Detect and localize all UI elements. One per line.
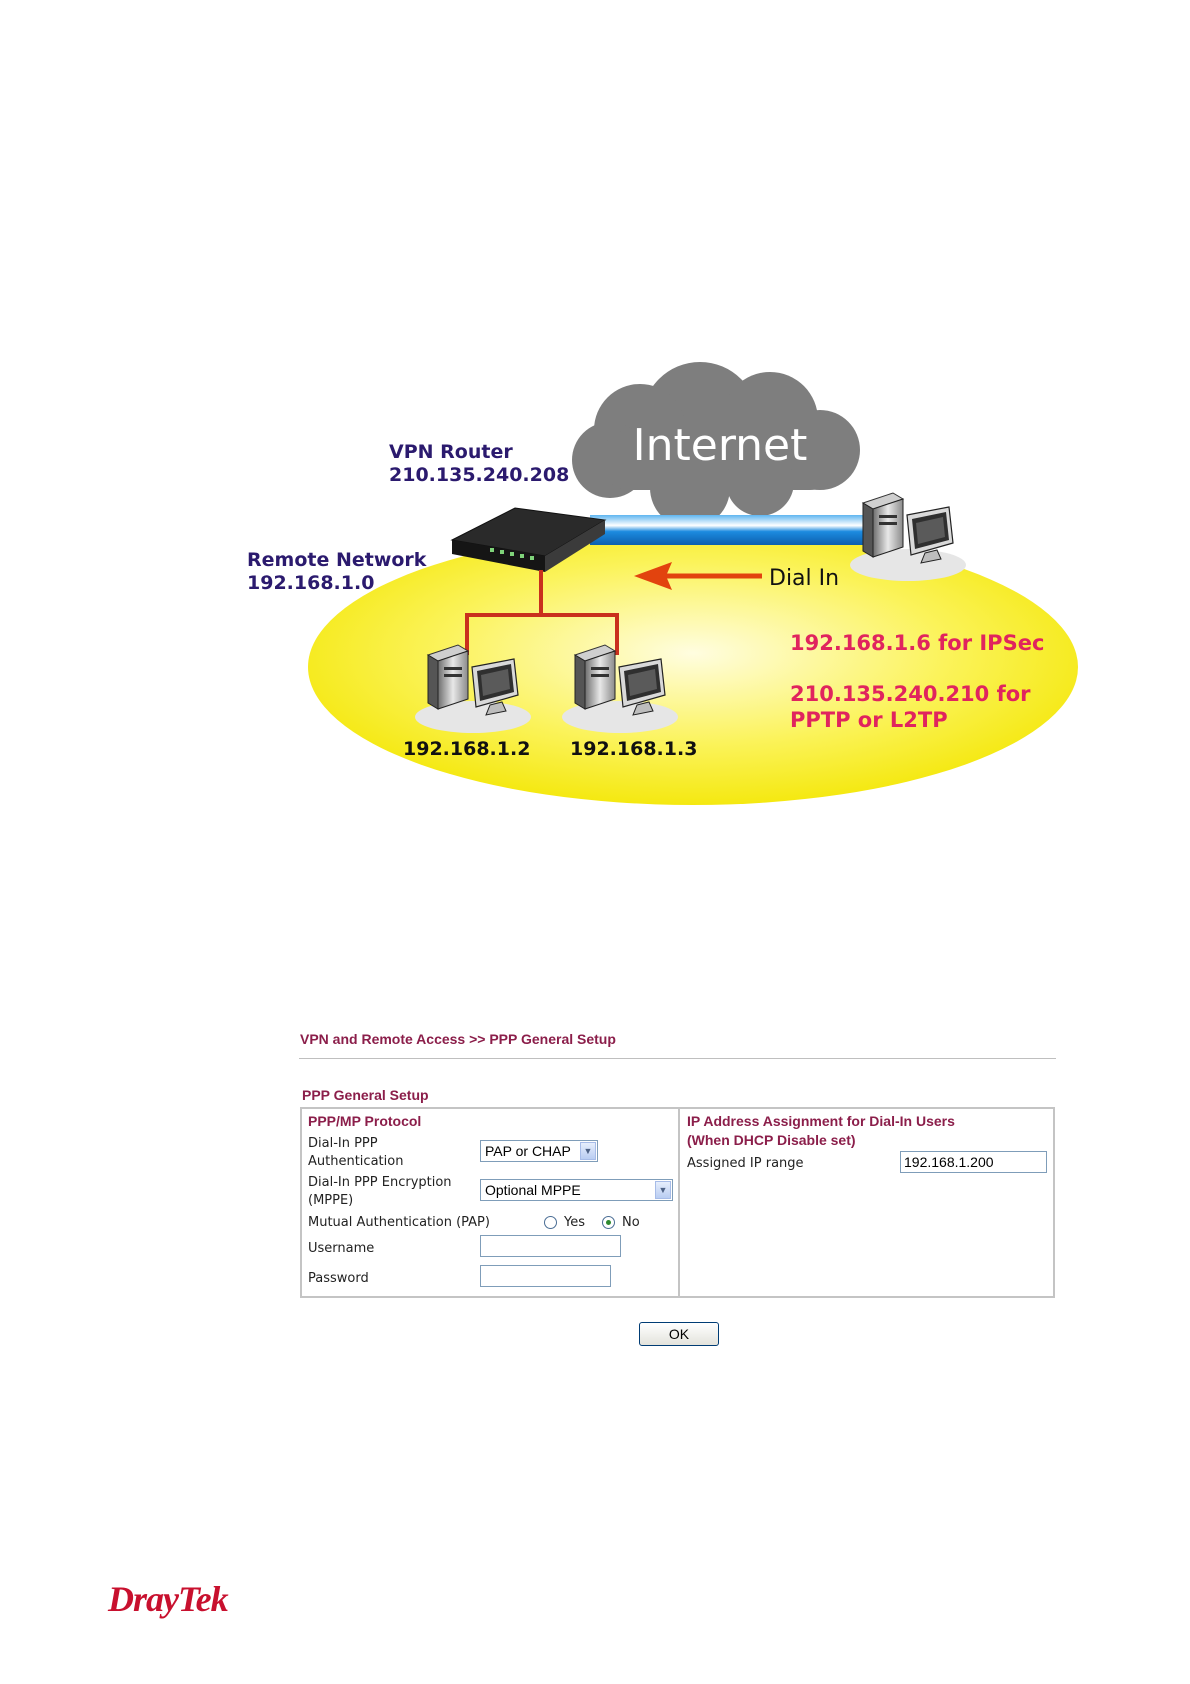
chevron-down-icon: ▼ <box>655 1181 671 1199</box>
panel-column-divider <box>678 1109 680 1296</box>
breadcrumb: VPN and Remote Access >> PPP General Set… <box>300 1031 616 1047</box>
auth-select-value: PAP or CHAP <box>485 1143 571 1159</box>
auth-label-line-1: Dial-In PPP <box>308 1136 378 1151</box>
internet-cloud-icon <box>572 362 860 528</box>
dial-in-arrow-icon <box>634 562 762 590</box>
pptp-note-line-2: PPTP or L2TP <box>790 708 948 732</box>
mutual-auth-yes-radio[interactable] <box>544 1216 557 1229</box>
ipsec-note: 192.168.1.6 for IPSec <box>790 631 1044 655</box>
auth-label-line-2: Authentication <box>308 1154 404 1169</box>
ok-button[interactable]: OK <box>639 1322 719 1346</box>
router-label: VPN Router <box>389 441 513 463</box>
router-ip: 210.135.240.208 <box>389 464 569 486</box>
assigned-ip-range-input[interactable]: 192.168.1.200 <box>900 1151 1047 1173</box>
remote-network-label: Remote Network <box>247 549 427 571</box>
password-input[interactable] <box>480 1265 611 1287</box>
pc-1-ip: 192.168.1.2 <box>403 738 530 760</box>
ip-assignment-heading: IP Address Assignment for Dial-In Users <box>687 1113 955 1129</box>
mutual-auth-yes-label: Yes <box>564 1215 585 1230</box>
pptp-note-line-1: 210.135.240.210 for <box>790 682 1031 706</box>
encryption-select-value: Optional MPPE <box>485 1182 581 1198</box>
encryption-label-line-2: (MPPE) <box>308 1193 354 1208</box>
remote-pc-icon <box>849 492 967 582</box>
lan-ellipse <box>308 529 1078 805</box>
remote-network-ip: 192.168.1.0 <box>247 572 374 594</box>
pc-2-ip: 192.168.1.3 <box>570 738 697 760</box>
mutual-auth-no-radio[interactable] <box>602 1216 615 1229</box>
lan-wiring <box>465 570 619 655</box>
ip-assignment-subheading: (When DHCP Disable set) <box>687 1132 856 1148</box>
internet-label: Internet <box>633 420 808 471</box>
auth-select[interactable]: PAP or CHAP ▼ <box>480 1140 598 1162</box>
encryption-label-line-1: Dial-In PPP Encryption <box>308 1175 452 1190</box>
mutual-auth-label: Mutual Authentication (PAP) <box>308 1215 490 1230</box>
username-label: Username <box>308 1241 375 1256</box>
dial-in-label: Dial In <box>769 566 839 591</box>
section-title: PPP General Setup <box>302 1087 429 1103</box>
password-label: Password <box>308 1271 369 1286</box>
ppp-mp-protocol-heading: PPP/MP Protocol <box>308 1113 422 1129</box>
mutual-auth-no-label: No <box>622 1215 640 1230</box>
internet-link <box>590 515 890 545</box>
breadcrumb-divider <box>299 1058 1056 1059</box>
assigned-ip-range-label: Assigned IP range <box>687 1156 804 1171</box>
encryption-select[interactable]: Optional MPPE ▼ <box>480 1179 673 1201</box>
chevron-down-icon: ▼ <box>580 1142 596 1160</box>
username-input[interactable] <box>480 1235 621 1257</box>
ppp-settings-panel: PPP/MP Protocol Dial-In PPP Authenticati… <box>300 1107 1055 1298</box>
draytek-logo: DrayTek <box>108 1579 229 1619</box>
vpn-router-icon <box>450 507 607 572</box>
